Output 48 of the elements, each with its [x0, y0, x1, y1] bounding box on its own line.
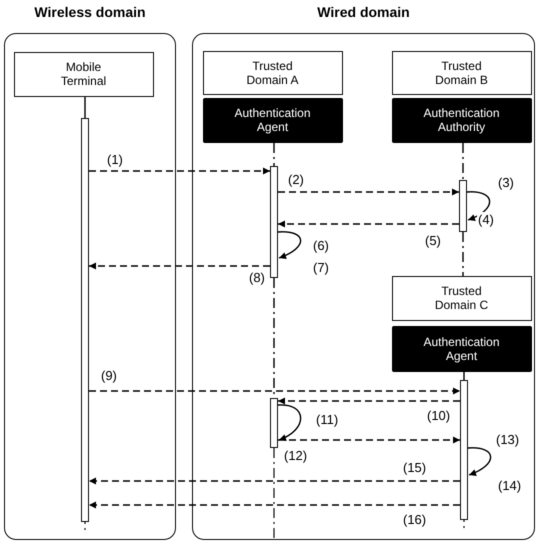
- edge-label: (7): [312, 260, 330, 275]
- message-arrow: [89, 502, 460, 508]
- edge-label: (9): [100, 368, 118, 383]
- domain-title: Wireless domain: [34, 4, 146, 20]
- edge-label: (6): [312, 238, 330, 253]
- message-arrow: [89, 262, 270, 270]
- domain-title: Wired domain: [317, 4, 410, 20]
- activation-bar: [270, 166, 278, 278]
- lifeline: [462, 143, 464, 180]
- message-arrow: [89, 388, 460, 394]
- edge-label: (15): [402, 460, 428, 475]
- edge-label: (12): [283, 448, 308, 463]
- edge-label: (5): [424, 233, 442, 248]
- edge-label: (2): [287, 172, 305, 187]
- edge-label: (11): [315, 412, 340, 427]
- activation-bar: [460, 380, 468, 520]
- message-arrow: [278, 188, 459, 196]
- participant-box: Trusted Domain C: [392, 276, 532, 320]
- participant-box: Trusted Domain A: [202, 50, 342, 94]
- step-number: (8): [248, 270, 266, 285]
- message-arrow: [467, 191, 490, 221]
- lifeline: [84, 97, 86, 118]
- edge-label: (16): [402, 512, 428, 527]
- message-arrow: [278, 436, 460, 444]
- role-box: Authentication Agent: [202, 98, 342, 142]
- lifeline: [462, 232, 464, 276]
- edge-label: (1): [106, 152, 124, 167]
- lifeline: [463, 372, 465, 380]
- step-number: (14): [497, 478, 522, 493]
- edge-label: (13): [495, 432, 520, 447]
- activation-bar: [270, 398, 278, 448]
- message-arrow: [89, 478, 460, 484]
- activation-bar: [80, 118, 88, 522]
- activation-bar: [458, 180, 466, 232]
- edge-label: (3): [497, 175, 515, 190]
- lifeline: [273, 143, 275, 166]
- participant-box: Mobile Terminal: [14, 52, 154, 96]
- message-arrow: [278, 220, 459, 228]
- role-box: Authentication Authority: [392, 98, 532, 142]
- message-arrow: [468, 447, 492, 476]
- role-box: Authentication Agent: [392, 326, 532, 372]
- edge-label: (10): [426, 408, 452, 423]
- message-arrow: [278, 398, 460, 404]
- participant-box: Trusted Domain B: [392, 50, 532, 94]
- message-arrow: [89, 168, 270, 174]
- message-arrow: [278, 404, 302, 441]
- message-arrow: [278, 231, 302, 259]
- step-number: (4): [477, 212, 495, 227]
